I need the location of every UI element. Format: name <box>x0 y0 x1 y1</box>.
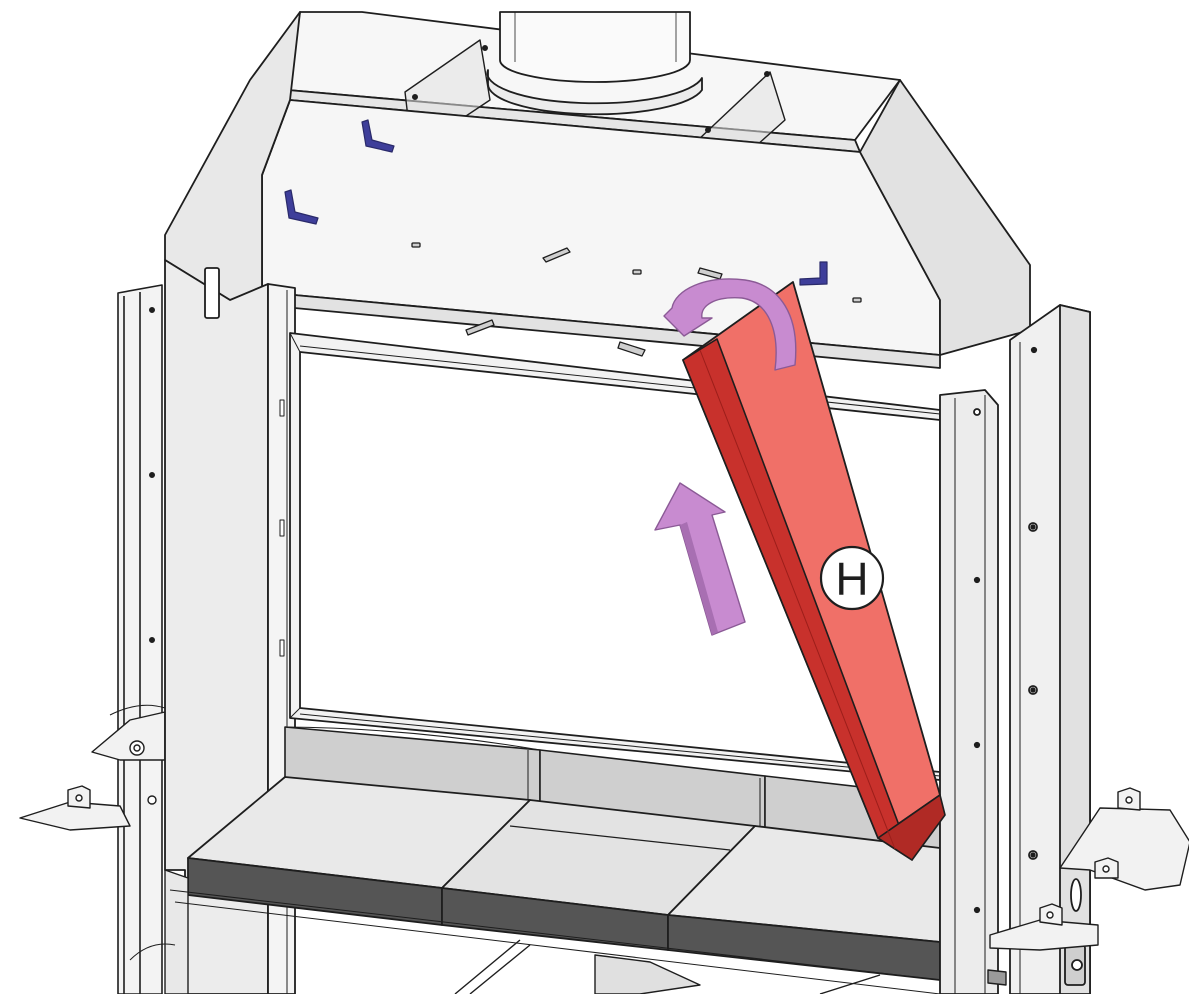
hood-right-panel <box>859 79 1031 356</box>
right-inner-post <box>939 389 999 994</box>
left-frame-post <box>117 284 163 994</box>
clip-bracket-upper-left <box>361 119 395 153</box>
part-label-badge: H <box>819 545 885 611</box>
clip-bracket-right <box>799 261 828 286</box>
straight-push-arrow <box>654 482 746 636</box>
clip-bracket-lower-left <box>284 189 319 225</box>
curved-rotation-arrow <box>663 278 797 371</box>
right-mounting-bracket-upper <box>1059 787 1189 891</box>
left-mounting-bracket-lower <box>19 785 157 831</box>
hearth-slab-center <box>441 799 756 951</box>
baffle-plate-h <box>682 281 946 861</box>
flue-collar <box>486 11 703 116</box>
hood-slots <box>411 242 862 357</box>
lower-base-frame <box>129 869 941 994</box>
right-mounting-bracket-lower <box>987 903 1099 986</box>
hearth-slab-right <box>667 825 941 981</box>
baffle-plate-end-face <box>877 794 946 861</box>
right-frame-post <box>1009 304 1091 994</box>
part-label-text: H <box>835 553 868 605</box>
